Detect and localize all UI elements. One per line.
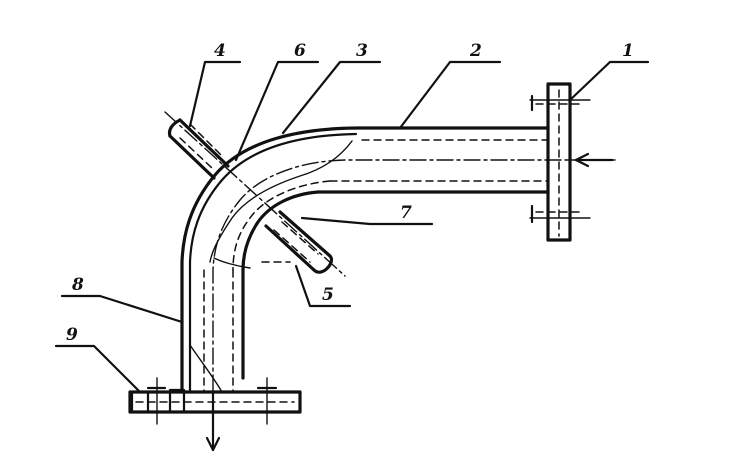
label-8: 8: [71, 275, 84, 295]
lower-nozzle: [264, 210, 333, 274]
elbow-bend: [180, 126, 362, 272]
label-2: 2: [469, 41, 482, 61]
horizontal-pipe: [316, 126, 550, 194]
upper-nozzle: [164, 111, 346, 277]
leader-lines: [54, 60, 650, 394]
bottom-flange: [128, 377, 302, 425]
label-3: 3: [356, 41, 368, 61]
right-flange: [529, 82, 591, 242]
label-7: 7: [400, 203, 412, 223]
vertical-pipe: [180, 260, 245, 394]
label-4: 4: [214, 41, 226, 61]
part-labels: 1 2 3 6 4 7 5 8 9: [66, 41, 634, 345]
outlet-arrow-icon: [205, 390, 221, 452]
label-9: 9: [66, 325, 78, 345]
label-5: 5: [322, 285, 334, 305]
inlet-arrow-icon: [574, 152, 614, 168]
label-6: 6: [294, 41, 306, 61]
center-line: [212, 159, 616, 393]
label-1: 1: [622, 41, 634, 61]
